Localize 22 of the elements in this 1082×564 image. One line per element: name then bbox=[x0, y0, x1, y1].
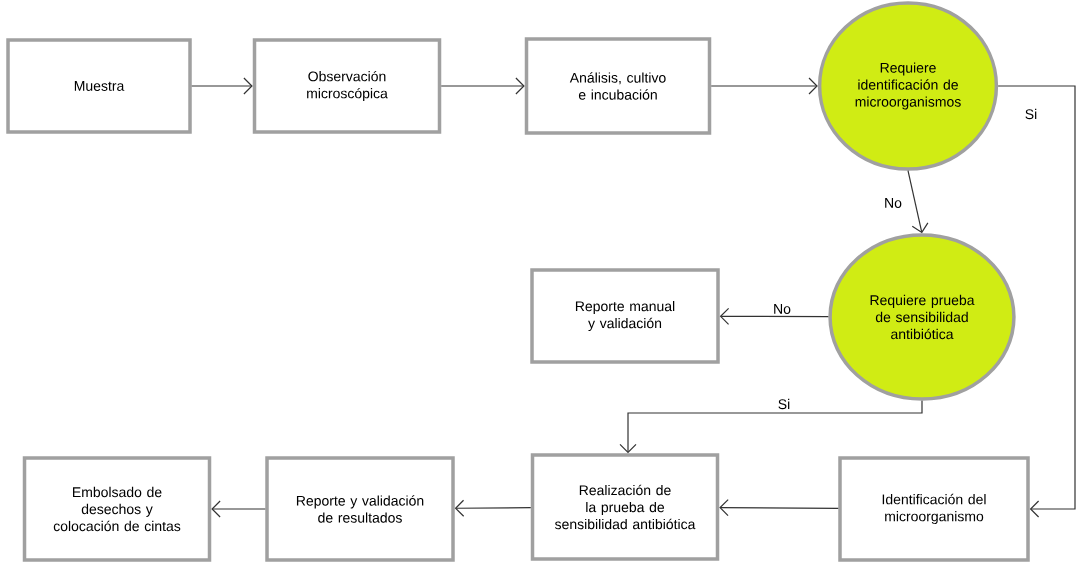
arrow bbox=[710, 77, 818, 95]
arrow bbox=[191, 77, 253, 95]
process-box: Realización de la prueba de sensibilidad antibiótica bbox=[530, 453, 720, 561]
arrow bbox=[440, 77, 525, 95]
edge-label: Si bbox=[776, 397, 792, 411]
process-box: Observación microscópica bbox=[252, 38, 442, 134]
process-box: Muestra bbox=[6, 38, 192, 134]
arrow bbox=[719, 307, 829, 325]
process-box: Análisis, cultivo e incubación bbox=[524, 37, 712, 135]
edge-label: Si bbox=[1023, 107, 1039, 121]
process-box: Embolsado de desechos y colocación de cintas bbox=[22, 456, 212, 562]
arrow bbox=[907, 170, 929, 234]
arrow bbox=[454, 499, 532, 517]
edge-label: No bbox=[883, 197, 903, 209]
process-box: Reporte y validación de resultados bbox=[265, 456, 455, 562]
process-box: Reporte manual y validación bbox=[530, 268, 720, 364]
arrow bbox=[997, 85, 1076, 518]
arrow bbox=[719, 499, 839, 517]
edge-label: No bbox=[772, 303, 792, 315]
arrow bbox=[211, 500, 266, 518]
arrow bbox=[619, 400, 923, 454]
process-box: Identificación del microorganismo bbox=[838, 456, 1030, 562]
